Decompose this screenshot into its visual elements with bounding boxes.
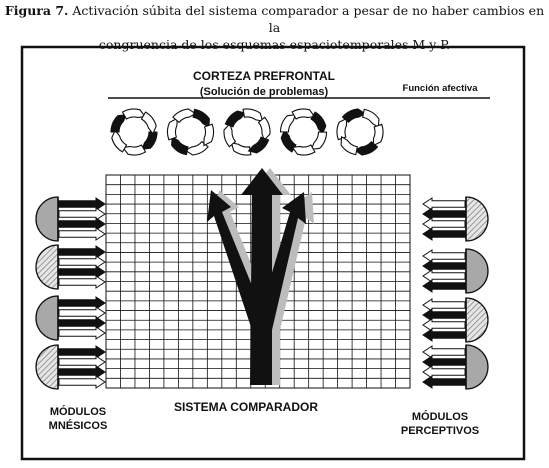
module-arrow — [422, 279, 466, 293]
mnesic-module — [35, 295, 106, 341]
module-arrow — [422, 345, 466, 359]
activation-arrows — [207, 168, 314, 385]
module-arrow — [58, 265, 106, 279]
cortex-circle — [110, 108, 158, 156]
mnesic-module — [35, 196, 106, 242]
module-dome — [465, 297, 489, 343]
mnesic-module — [35, 244, 106, 290]
module-arrow — [422, 269, 466, 283]
module-arrow — [58, 326, 106, 340]
module-arrow — [58, 255, 106, 269]
cortex-circle — [166, 108, 215, 156]
circular-arrow-segment — [291, 144, 316, 156]
perceptive-label-line1: MÓDULOS — [412, 410, 468, 423]
module-arrow — [422, 298, 466, 312]
cortex-title: CORTEZA PREFRONTAL — [193, 69, 335, 83]
module-arrow — [422, 355, 466, 369]
central-arrow — [241, 168, 283, 385]
module-arrow — [58, 245, 106, 259]
module-arrow — [422, 308, 466, 322]
module-arrow — [58, 306, 106, 320]
perceptive-module — [422, 344, 489, 390]
caption-line-1: Activación súbita del sistema comparador… — [72, 3, 545, 35]
module-arrow — [422, 328, 466, 342]
module-dome — [35, 344, 59, 390]
affective-function-label: Función afectiva — [403, 83, 479, 94]
module-arrow — [58, 296, 106, 310]
module-arrow — [58, 375, 106, 389]
module-dome — [35, 196, 59, 242]
module-arrow — [422, 249, 466, 263]
circular-arrow-segment — [372, 123, 384, 147]
perceptive-modules — [422, 196, 489, 390]
circular-arrow-segment — [140, 111, 157, 135]
mnesic-label-line1: MÓDULOS — [50, 405, 106, 418]
module-arrow — [422, 207, 466, 221]
perceptive-module — [422, 248, 489, 294]
mnesic-label-line2: MNÉSICOS — [49, 419, 108, 432]
module-dome — [465, 248, 489, 294]
module-arrow — [422, 227, 466, 241]
module-arrow — [58, 345, 106, 359]
module-arrow — [58, 365, 106, 379]
circular-arrow-segment — [166, 117, 178, 141]
module-arrow — [58, 316, 106, 330]
module-arrow — [422, 217, 466, 231]
perceptive-label-line2: PERCEPTIVOS — [401, 425, 479, 437]
module-arrow — [58, 207, 106, 221]
module-arrow — [58, 275, 106, 289]
left-branch-arrow — [207, 190, 266, 330]
cortex-circles — [110, 108, 384, 156]
right-branch-arrow — [258, 192, 306, 330]
circular-arrow-segment — [203, 123, 215, 147]
figure-label: Figura 7. — [4, 3, 69, 18]
module-arrow — [422, 375, 466, 389]
module-arrow — [58, 227, 106, 241]
module-dome — [35, 295, 59, 341]
mnesic-modules — [35, 196, 106, 390]
cortex-circle — [336, 108, 384, 156]
module-arrow — [422, 197, 466, 211]
circular-arrow-segment — [247, 136, 270, 154]
perceptive-module — [422, 196, 489, 242]
cortex-circle — [223, 108, 271, 156]
module-arrow — [422, 365, 466, 379]
module-arrow — [58, 217, 106, 231]
module-dome — [465, 344, 489, 390]
cortex-subtitle: (Solución de problemas) — [200, 86, 329, 98]
perceptive-module — [422, 297, 489, 343]
module-arrow — [422, 259, 466, 273]
mnesic-module — [35, 344, 106, 390]
module-arrow — [58, 355, 106, 369]
module-dome — [35, 244, 59, 290]
cortex-circle — [279, 108, 328, 156]
module-arrow — [58, 197, 106, 211]
module-dome — [465, 196, 489, 242]
diagram-frame — [20, 45, 526, 461]
comparator-label: SISTEMA COMPARADOR — [174, 400, 318, 414]
circular-arrow-segment — [340, 135, 358, 156]
module-arrow — [422, 318, 466, 332]
